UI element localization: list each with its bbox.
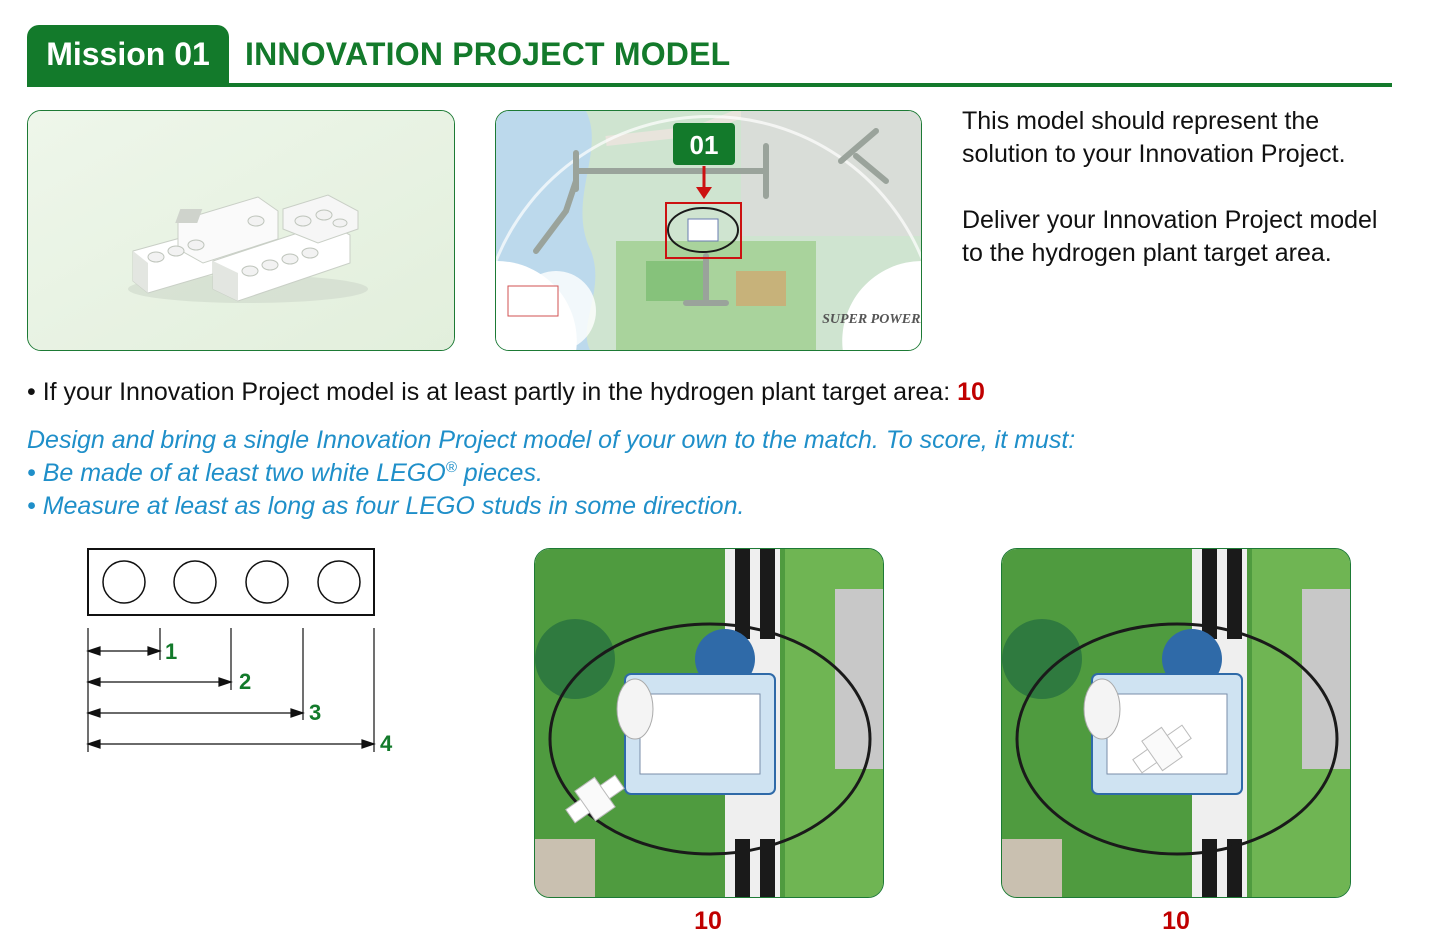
stud-measurement-diagram: 1 2 3 4 (86, 548, 393, 756)
field-map-illustration: 01 SUPER POWERED (496, 111, 922, 350)
hydrogen-plant-photo-right (1002, 549, 1350, 897)
field-map-panel: 01 SUPER POWERED (495, 110, 922, 351)
placement-photo-right (1001, 548, 1351, 898)
photo-right-score: 10 (1162, 907, 1190, 935)
map-marker-label: 01 (690, 130, 719, 160)
header-rule (27, 83, 1392, 87)
mission-number-label: Mission 01 (46, 35, 210, 72)
requirements-intro: Design and bring a single Innovation Pro… (27, 426, 1076, 454)
stud-label-2: 2 (239, 669, 251, 694)
model-image-panel (27, 110, 455, 351)
lego-model-illustration (28, 111, 454, 350)
requirement-item-1-suffix: pieces. (456, 459, 543, 487)
scoring-value: 10 (957, 378, 985, 406)
hydrogen-plant-photo-left (535, 549, 883, 897)
scoring-line: • If your Innovation Project model is at… (27, 378, 985, 407)
requirement-item-white-pieces: • Be made of at least two white LEGO® pi… (27, 459, 543, 488)
description-paragraph-1: This model should represent the solution… (962, 107, 1346, 168)
mission-title: INNOVATION PROJECT MODEL (245, 36, 731, 72)
requirement-item-1-text: • Be made of at least two white LEGO (27, 459, 446, 487)
placement-photo-left (534, 548, 884, 898)
stud-label-3: 3 (309, 700, 321, 725)
photo-left-score: 10 (694, 907, 722, 935)
description-paragraph-2: Deliver your Innovation Project model to… (962, 206, 1378, 267)
map-logo-text: SUPER POWERED (822, 312, 922, 327)
stud-label-1: 1 (165, 639, 177, 664)
requirement-item-four-studs: • Measure at least as long as four LEGO … (27, 492, 745, 520)
registered-mark: ® (445, 459, 457, 476)
stud-label-4: 4 (380, 731, 393, 756)
mission-number-tab: Mission 01 (27, 25, 229, 83)
scoring-text: • If your Innovation Project model is at… (27, 378, 958, 406)
